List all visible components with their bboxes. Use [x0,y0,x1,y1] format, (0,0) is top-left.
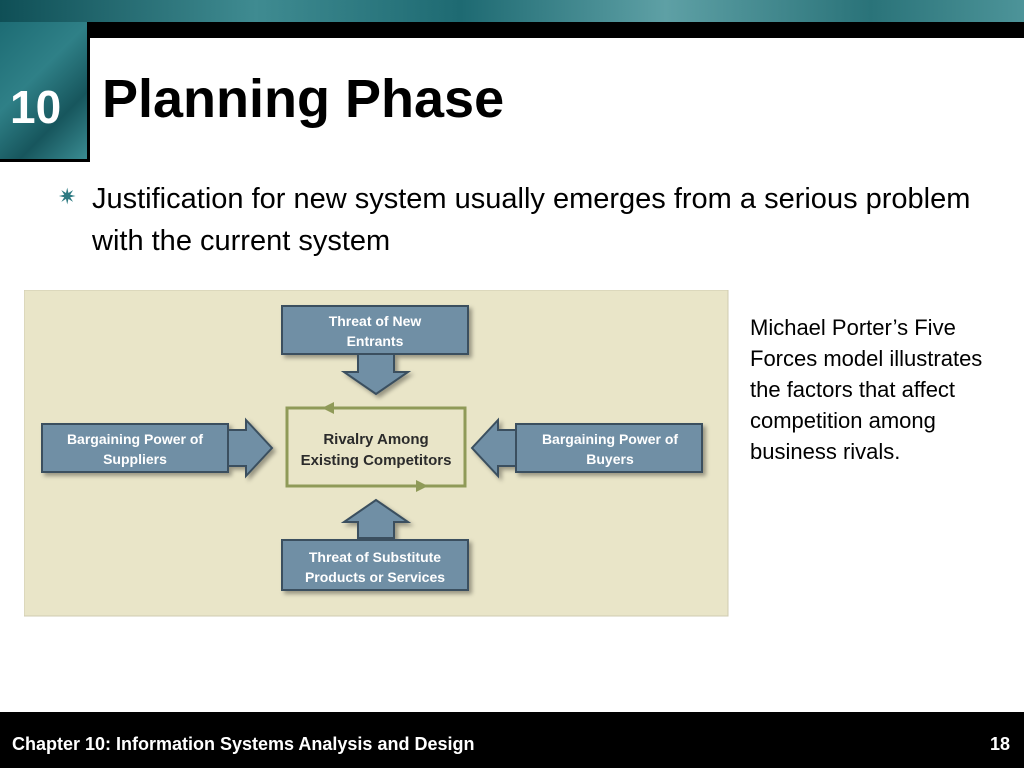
threat-new-entrants-line1: Threat of New [329,313,422,329]
buyers-box [515,423,703,473]
rivalry-label-line1: Rivalry Among [323,431,428,448]
top-rule [0,22,1024,38]
asterisk-bullet-icon: ✷ [58,184,77,209]
top-force [281,305,469,396]
five-forces-svg: Rivalry Among Existing Competitors Threa… [23,289,729,617]
left-force [41,417,274,479]
slide-title: Planning Phase [102,69,505,129]
suppliers-box [41,423,229,473]
substitutes-line2: Products or Services [305,569,445,585]
bottom-force [281,498,469,591]
suppliers-line2: Suppliers [103,451,167,467]
left-right-arrow [227,417,274,479]
buyers-line2: Buyers [586,451,634,467]
substitutes-box [281,539,469,591]
substitutes-line1: Threat of Substitute [309,549,441,565]
figure-caption: Michael Porter’s Five Forces model illus… [750,315,983,464]
footer-bar: Chapter 10: Information Systems Analysis… [0,712,1024,768]
suppliers-line1: Bargaining Power of [67,431,203,447]
rivalry-arrow-top-head [322,402,334,414]
threat-new-entrants-line2: Entrants [347,333,404,349]
bullet-text: Justification for new system usually eme… [92,183,971,257]
five-forces-diagram: Rivalry Among Existing Competitors Threa… [23,289,734,622]
chapter-tile: 10 [0,22,90,162]
footer-chapter-title: Chapter 10: Information Systems Analysis… [12,734,475,754]
right-force [470,417,703,479]
top-decorative-band [0,0,1024,22]
top-down-arrow [340,353,412,396]
chapter-number: 10 [10,81,62,133]
rivalry-label-line2: Existing Competitors [301,452,452,469]
buyers-line1: Bargaining Power of [542,431,678,447]
footer-page-number: 18 [989,734,1010,754]
rivalry-arrow-bottom-head [416,480,428,492]
right-left-arrow [470,417,517,479]
bottom-up-arrow [340,498,412,539]
